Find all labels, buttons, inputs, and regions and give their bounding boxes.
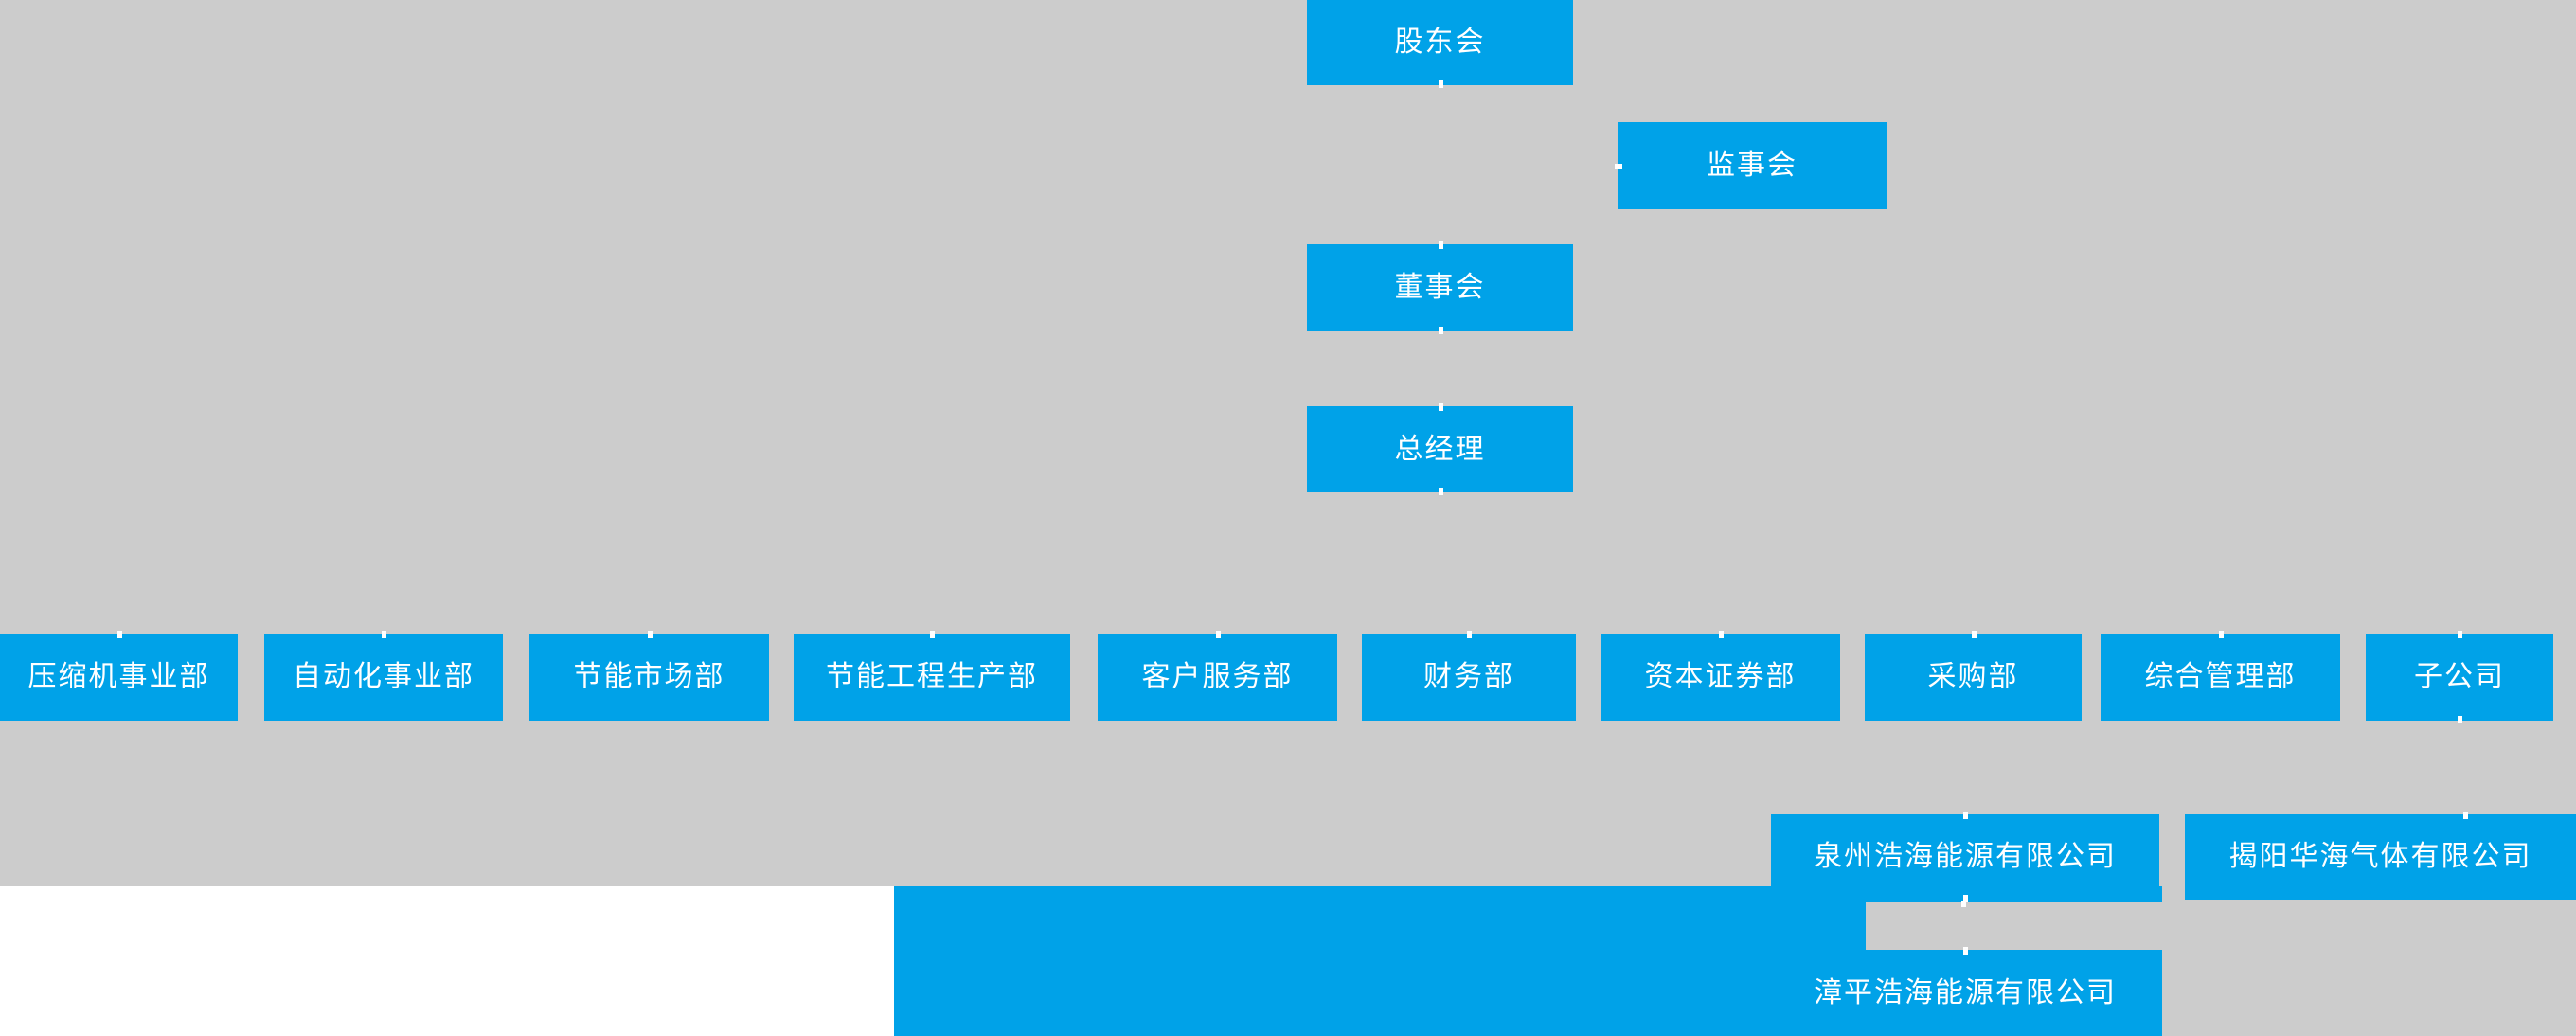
connector-tick [1961, 901, 1966, 907]
connector-tick [930, 631, 935, 638]
org-node-label: 揭阳华海气体有限公司 [2228, 841, 2532, 872]
org-node-label: 泉州浩海能源有限公司 [1814, 841, 2117, 872]
org-node-procurement-dept: 采购部 [1865, 634, 2082, 721]
org-node-label: 压缩机事业部 [27, 661, 210, 692]
org-node-zhangping-haohai-energy: 漳平浩海能源有限公司 [1771, 950, 2159, 1036]
connector-tick [1438, 80, 1443, 88]
org-node-jieyang-huahai-gas: 揭阳华海气体有限公司 [2185, 814, 2576, 900]
org-node-label: 股东会 [1394, 27, 1486, 58]
org-node-general-management-dept: 综合管理部 [2101, 634, 2340, 721]
bottom-white-strip [0, 886, 894, 1036]
connector-tick [1467, 631, 1472, 638]
org-node-subsidiaries: 子公司 [2366, 634, 2553, 721]
connector-tick [1615, 164, 1622, 169]
org-node-label: 漳平浩海能源有限公司 [1814, 976, 2117, 1009]
org-node-energy-saving-engineering: 节能工程生产部 [794, 634, 1070, 721]
connector-tick [1215, 631, 1221, 638]
connector-tick [1438, 488, 1443, 495]
connector-tick [1718, 631, 1724, 638]
connector-tick [647, 631, 653, 638]
connector-tick [1438, 241, 1443, 249]
org-node-capital-securities: 资本证券部 [1601, 634, 1840, 721]
connector-tick [2463, 812, 2468, 819]
org-node-label: 自动化事业部 [293, 661, 474, 692]
org-node-board-of-directors: 董事会 [1307, 244, 1573, 331]
org-node-label: 财务部 [1423, 661, 1514, 692]
org-node-label: 客户服务部 [1141, 661, 1294, 692]
org-node-energy-saving-marketing: 节能市场部 [529, 634, 769, 721]
org-node-customer-service: 客户服务部 [1098, 634, 1337, 721]
connector-tick [1438, 403, 1443, 411]
connector-tick [382, 631, 386, 638]
connector-tick [116, 631, 122, 638]
org-node-label: 子公司 [2414, 661, 2505, 692]
org-node-finance-dept: 财务部 [1362, 634, 1576, 721]
org-node-compressor-division: 压缩机事业部 [0, 634, 238, 721]
connector-tick [1963, 895, 1968, 902]
org-node-automation-division: 自动化事业部 [264, 634, 503, 721]
connector-tick [1971, 631, 1977, 638]
connector-tick [2218, 631, 2224, 638]
connector-tick [1963, 947, 1968, 955]
org-node-label: 资本证券部 [1644, 661, 1797, 692]
org-node-label: 节能市场部 [573, 661, 725, 692]
org-node-label: 监事会 [1707, 150, 1798, 181]
org-node-general-manager: 总经理 [1307, 406, 1573, 492]
org-node-label: 总经理 [1394, 433, 1486, 465]
org-node-supervisory-board: 监事会 [1618, 122, 1887, 209]
gray-notch [1866, 902, 2162, 950]
org-node-label: 综合管理部 [2144, 661, 2297, 692]
connector-tick [2458, 631, 2462, 638]
org-node-label: 董事会 [1394, 272, 1486, 303]
org-node-quanzhou-haohai-energy: 泉州浩海能源有限公司 [1771, 814, 2159, 900]
connector-tick [1963, 812, 1968, 819]
org-node-shareholders-meeting: 股东会 [1307, 0, 1573, 85]
connector-tick [2458, 716, 2462, 723]
org-node-label: 节能工程生产部 [826, 661, 1038, 692]
connector-tick [1438, 327, 1443, 334]
org-node-label: 采购部 [1927, 661, 2019, 692]
